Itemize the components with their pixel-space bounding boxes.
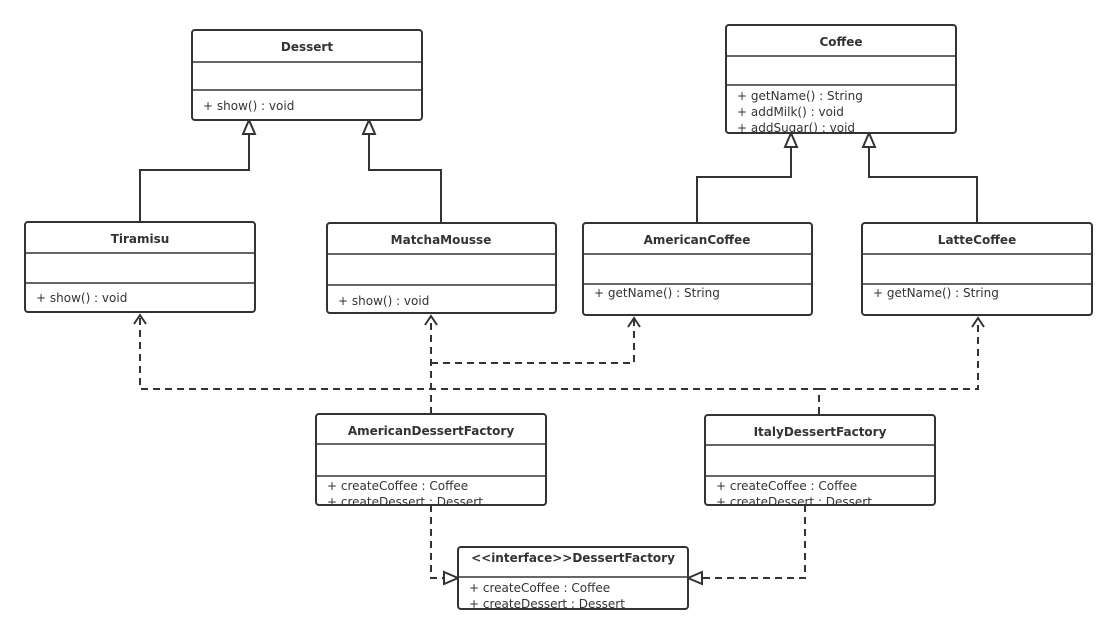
- method: + createDessert : Dessert: [327, 495, 483, 509]
- class-italydessertfactory[interactable]: ItalyDessertFactory + createCoffee : Cof…: [704, 414, 936, 509]
- hollow-triangle-arrow-icon: [685, 570, 703, 586]
- method: + createCoffee : Coffee: [327, 479, 468, 493]
- hollow-triangle-arrow-icon: [443, 570, 461, 586]
- class-americancoffee[interactable]: AmericanCoffee + getName() : String: [582, 222, 813, 316]
- edge-tiramisu-dessert: [139, 134, 250, 222]
- hollow-triangle-arrow-icon: [361, 117, 377, 135]
- open-arrow-icon: [627, 316, 641, 328]
- generalization-edges: [139, 117, 978, 223]
- class-name: AmericanCoffee: [644, 233, 751, 247]
- hollow-triangle-arrow-icon: [861, 130, 877, 148]
- class-name: ItalyDessertFactory: [754, 425, 887, 439]
- class-name: <<interface>>DessertFactory: [471, 551, 675, 565]
- class-name: AmericanDessertFactory: [348, 424, 514, 438]
- class-americandessertfactory[interactable]: AmericanDessertFactory + createCoffee : …: [315, 413, 547, 509]
- edge-americanfactory-interface: [430, 505, 444, 579]
- class-coffee[interactable]: Coffee + getName() : String + addMilk() …: [725, 24, 957, 135]
- method: + createCoffee : Coffee: [469, 581, 610, 595]
- class-matchamousse[interactable]: MatchaMousse + show() : void: [326, 222, 557, 314]
- edge-matcha-dessert: [368, 134, 442, 223]
- edge-italyfactory-tiramisu: [139, 315, 820, 414]
- class-name: Tiramisu: [111, 232, 170, 246]
- class-name: MatchaMousse: [391, 233, 492, 247]
- class-name: LatteCoffee: [938, 233, 1016, 247]
- interface-dessertfactory[interactable]: <<interface>>DessertFactory + createCoff…: [457, 546, 689, 611]
- method: + getName() : String: [873, 286, 999, 300]
- open-arrow-icon: [133, 313, 147, 325]
- edge-italyfactory-latte: [819, 318, 979, 390]
- class-dessert[interactable]: Dessert + show() : void: [191, 29, 423, 121]
- hollow-triangle-arrow-icon: [783, 130, 799, 148]
- class-name: Coffee: [819, 35, 862, 49]
- open-arrow-icon: [424, 314, 438, 326]
- method: + addSugar() : void: [737, 121, 855, 135]
- class-lattecoffee[interactable]: LatteCoffee + getName() : String: [861, 222, 1093, 316]
- class-name: Dessert: [281, 40, 333, 54]
- hollow-triangle-arrow-icon: [241, 117, 257, 135]
- method: + addMilk() : void: [737, 105, 844, 119]
- method: + createDessert : Dessert: [469, 597, 625, 611]
- class-tiramisu[interactable]: Tiramisu + show() : void: [24, 221, 256, 313]
- method: + show() : void: [203, 99, 294, 113]
- method: + getName() : String: [594, 286, 720, 300]
- dependency-edges: [133, 313, 985, 586]
- open-arrow-icon: [971, 316, 985, 328]
- edge-americanfactory-americancoffee: [431, 318, 635, 364]
- method: + getName() : String: [737, 89, 863, 103]
- edge-latte-coffee: [868, 147, 978, 223]
- method: + createDessert : Dessert: [716, 495, 872, 509]
- method: + show() : void: [36, 291, 127, 305]
- edge-americancoffee-coffee: [696, 147, 792, 223]
- edge-italyfactory-interface: [702, 505, 806, 579]
- method: + show() : void: [338, 294, 429, 308]
- method: + createCoffee : Coffee: [716, 479, 857, 493]
